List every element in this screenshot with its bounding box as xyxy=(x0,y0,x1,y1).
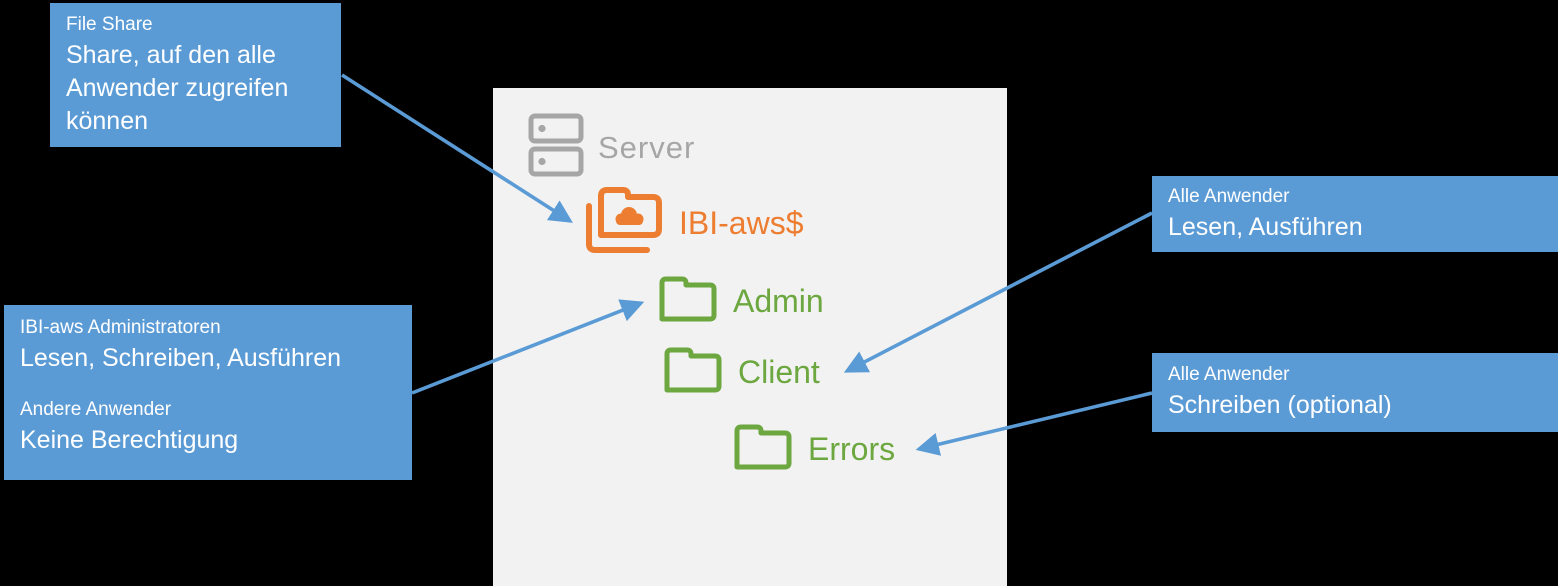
callout-client-permissions: Alle Anwender Lesen, Ausführen xyxy=(1152,176,1558,252)
server-node: Server xyxy=(528,112,695,183)
share-label: IBI-aws$ xyxy=(679,205,804,241)
folder-label: Errors xyxy=(808,431,896,467)
callout-admin-permissions: IBI-aws Administratoren Lesen, Schreiben… xyxy=(4,305,412,480)
share-node: IBI-aws$ xyxy=(583,186,803,261)
shared-cloud-folder-icon xyxy=(583,186,665,261)
callout-body: Share, auf den alle Anwender zugreifen k… xyxy=(66,41,289,135)
folder-label: Client xyxy=(738,354,820,390)
callout-title: Alle Anwender xyxy=(1168,186,1290,207)
folder-node-client: Client xyxy=(662,345,820,400)
server-label: Server xyxy=(598,129,696,165)
callout-body: Lesen, Schreiben, Ausführen xyxy=(20,344,342,372)
callout-title: IBI-aws Administratoren xyxy=(20,317,221,338)
server-icon xyxy=(528,112,584,183)
callout-title: Andere Anwender xyxy=(20,399,172,420)
callout-body: Lesen, Ausführen xyxy=(1168,213,1363,241)
callout-file-share: File Share Share, auf den alle Anwender … xyxy=(50,3,341,147)
folder-label: Admin xyxy=(733,283,824,319)
callout-errors-permissions: Alle Anwender Schreiben (optional) xyxy=(1152,353,1558,432)
folder-icon xyxy=(662,345,724,400)
folder-node-admin: Admin xyxy=(657,274,824,329)
callout-body: Schreiben (optional) xyxy=(1168,391,1392,419)
folder-node-errors: Errors xyxy=(732,422,895,477)
folder-icon xyxy=(657,274,719,329)
folder-icon xyxy=(732,422,794,477)
callout-body: Keine Berechtigung xyxy=(20,426,239,454)
spacer xyxy=(20,375,396,396)
callout-title: Alle Anwender xyxy=(1168,364,1290,385)
callout-title: File Share xyxy=(66,14,153,35)
